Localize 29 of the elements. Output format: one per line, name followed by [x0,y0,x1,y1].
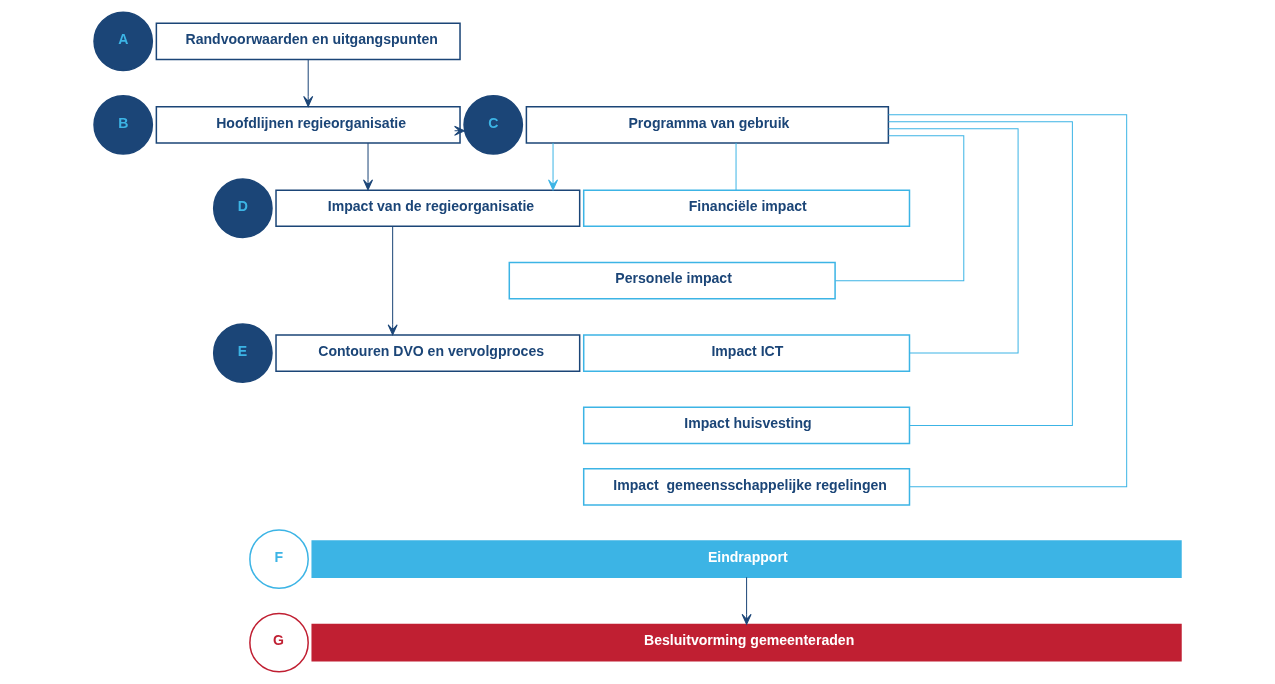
arrow [363,142,374,191]
node-box: Impact ICT [582,334,911,372]
node-circle: E [212,323,273,383]
node-box: Randvoorwaarden en uitgangspunten [155,22,461,61]
node-circle: B [93,94,154,155]
node-circle: D [212,178,273,239]
connector [888,114,1128,488]
node-circle: A [93,11,154,72]
connector [888,128,1019,354]
node-circle: C [463,94,524,155]
node-box: Programma van gebruik [525,105,890,144]
arrow [454,125,466,136]
node-box: Personele impact [508,261,836,300]
node-box: Impact van de regieorganisatie [275,189,581,228]
node-box: Impact huisvesting [582,406,911,445]
node-box: Eindrapport [311,540,1182,579]
arrow [303,58,314,107]
connector [735,142,737,191]
connector [888,121,1073,426]
connector [834,135,965,282]
arrow [548,142,559,191]
arrow [741,576,752,625]
arrow [387,226,398,336]
node-box: Financiële impact [582,189,911,228]
node-circle: F [249,529,309,590]
node-box: Impact gemeensschappelijke regelingen [582,467,911,506]
node-box: Besluitvorming gemeenteraden [311,623,1182,662]
node-circle: G [249,612,309,673]
node-box: Contouren DVO en vervolgproces [275,334,581,372]
